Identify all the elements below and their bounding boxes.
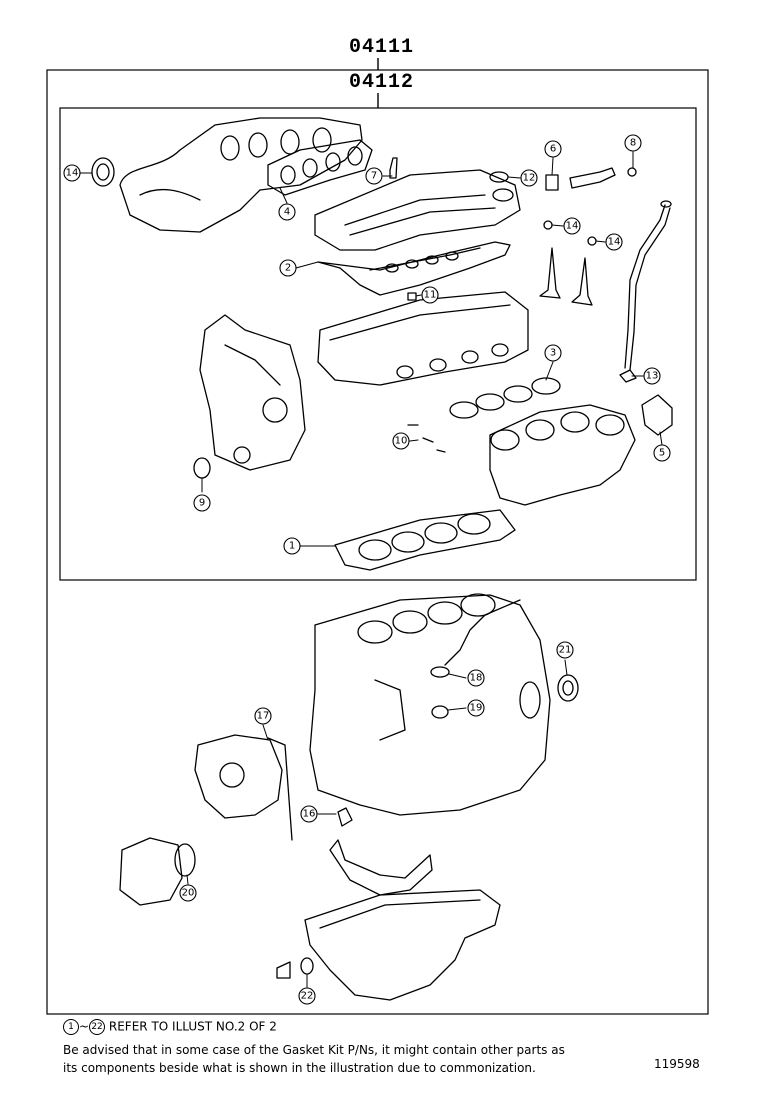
gasket-14b-drawing — [587, 236, 597, 246]
callout-label-13: 13 — [646, 371, 659, 382]
callout-label-1: 1 — [289, 541, 295, 552]
oil-seal-21-drawing — [557, 674, 579, 702]
callout-label-4: 4 — [284, 207, 290, 218]
range-start-badge: 1 — [63, 1019, 79, 1035]
head-cover-drawing — [314, 169, 521, 251]
callout-16 — [300, 805, 318, 823]
exhaust-manifold-gasket-drawing — [267, 139, 373, 196]
callout-label-8: 8 — [630, 138, 636, 149]
leader-lines — [79, 151, 663, 988]
callout-label-9: 9 — [199, 498, 205, 509]
callout-15 — [63, 164, 81, 182]
inner-frame — [59, 107, 697, 581]
timing-cover-drawing — [199, 314, 306, 471]
oil-pipe-drawing — [444, 599, 521, 666]
intake-manifold-drawing — [489, 404, 636, 506]
gasket-10-drawing — [407, 424, 446, 453]
callout-9 — [193, 494, 211, 512]
callout-14a — [563, 217, 581, 235]
gasket-22-drawing — [300, 957, 314, 975]
oil-pan-drawing — [304, 889, 501, 1001]
callout-7 — [365, 167, 383, 185]
cylinder-head-gasket-drawing — [334, 509, 516, 571]
exhaust-manifold-drawing — [119, 117, 363, 233]
callout-2 — [279, 259, 297, 277]
callout-3 — [544, 344, 562, 362]
seal-6-drawing — [545, 174, 559, 191]
cylinder-head-drawing — [317, 291, 529, 386]
gasket-12-drawing — [489, 171, 509, 183]
callout-17 — [254, 707, 272, 725]
kit-code: 04111 — [349, 36, 415, 59]
callout-label-3: 3 — [550, 348, 556, 359]
callout-13 — [643, 367, 661, 385]
sub-kit-code: 04112 — [349, 71, 415, 94]
callout-6 — [544, 140, 562, 158]
callout-1 — [283, 537, 301, 555]
callout-4 — [278, 203, 296, 221]
drain-plug-drawing — [276, 961, 291, 979]
callout-8 — [624, 134, 642, 152]
throttle-gasket-drawing — [641, 394, 673, 436]
injector-drawing — [569, 167, 616, 189]
advisory-line-1: Be advised that in some case of the Gask… — [63, 1043, 565, 1057]
range-separator: ~ — [79, 1019, 90, 1034]
callout-label-6: 6 — [550, 144, 556, 155]
oil-filter-drawing — [119, 837, 196, 906]
o-ring-8-drawing — [627, 167, 637, 177]
o-ring-19-drawing — [431, 705, 449, 719]
callout-19 — [467, 699, 485, 717]
callout-label-12: 12 — [523, 173, 536, 184]
callout-label-14b: 14 — [608, 237, 621, 248]
oil-seal-9-drawing — [193, 457, 211, 479]
gasket-18-drawing — [430, 666, 450, 678]
callout-14b — [605, 233, 623, 251]
bolt-7-drawing — [389, 157, 398, 179]
callout-11 — [421, 286, 439, 304]
intake-manifold-gasket-drawing — [449, 377, 561, 419]
callout-10 — [392, 432, 410, 450]
o-ring-13-drawing — [619, 369, 637, 383]
callout-label-17: 17 — [257, 711, 270, 722]
callout-20 — [179, 884, 197, 902]
callout-label-2: 2 — [285, 263, 291, 274]
oil-strainer-drawing — [329, 807, 433, 896]
head-cover-gasket-drawing — [317, 241, 511, 296]
callout-label-11: 11 — [424, 290, 437, 301]
callout-label-22: 22 — [301, 991, 314, 1002]
gasket-14a-drawing — [543, 220, 553, 230]
callout-label-10: 10 — [395, 436, 408, 447]
callout-label-14a: 14 — [566, 221, 579, 232]
gasket-11-drawing — [407, 292, 417, 301]
callout-label-21: 21 — [559, 645, 572, 656]
illustration-number: 119598 — [654, 1057, 700, 1071]
callout-5 — [653, 444, 671, 462]
cylinder-block-drawing — [309, 593, 551, 816]
dipstick-tube-drawing — [624, 200, 672, 371]
callout-label-20: 20 — [182, 888, 195, 899]
callout-12 — [520, 169, 538, 187]
oil-pump-drawing — [194, 734, 293, 841]
callout-21 — [556, 641, 574, 659]
callout-label-7: 7 — [371, 171, 377, 182]
refer-text: REFER TO ILLUST NO.2 OF 2 — [108, 1019, 277, 1034]
advisory-line-2: its components beside what is shown in t… — [63, 1061, 536, 1075]
callout-label-16: 16 — [303, 809, 316, 820]
callout-label-19: 19 — [470, 703, 483, 714]
callout-label-5: 5 — [659, 448, 665, 459]
callout-18 — [467, 669, 485, 687]
range-end-badge: 22 — [89, 1019, 106, 1035]
valves-drawing — [539, 247, 593, 306]
callout-22 — [298, 987, 316, 1005]
callout-label-18: 18 — [470, 673, 483, 684]
refer-note: 1~22 REFER TO ILLUST NO.2 OF 2 — [63, 1019, 277, 1035]
oil-seal-15-drawing — [91, 157, 115, 187]
outer-frame — [46, 69, 709, 1015]
callout-label-15: 14 — [66, 168, 79, 179]
